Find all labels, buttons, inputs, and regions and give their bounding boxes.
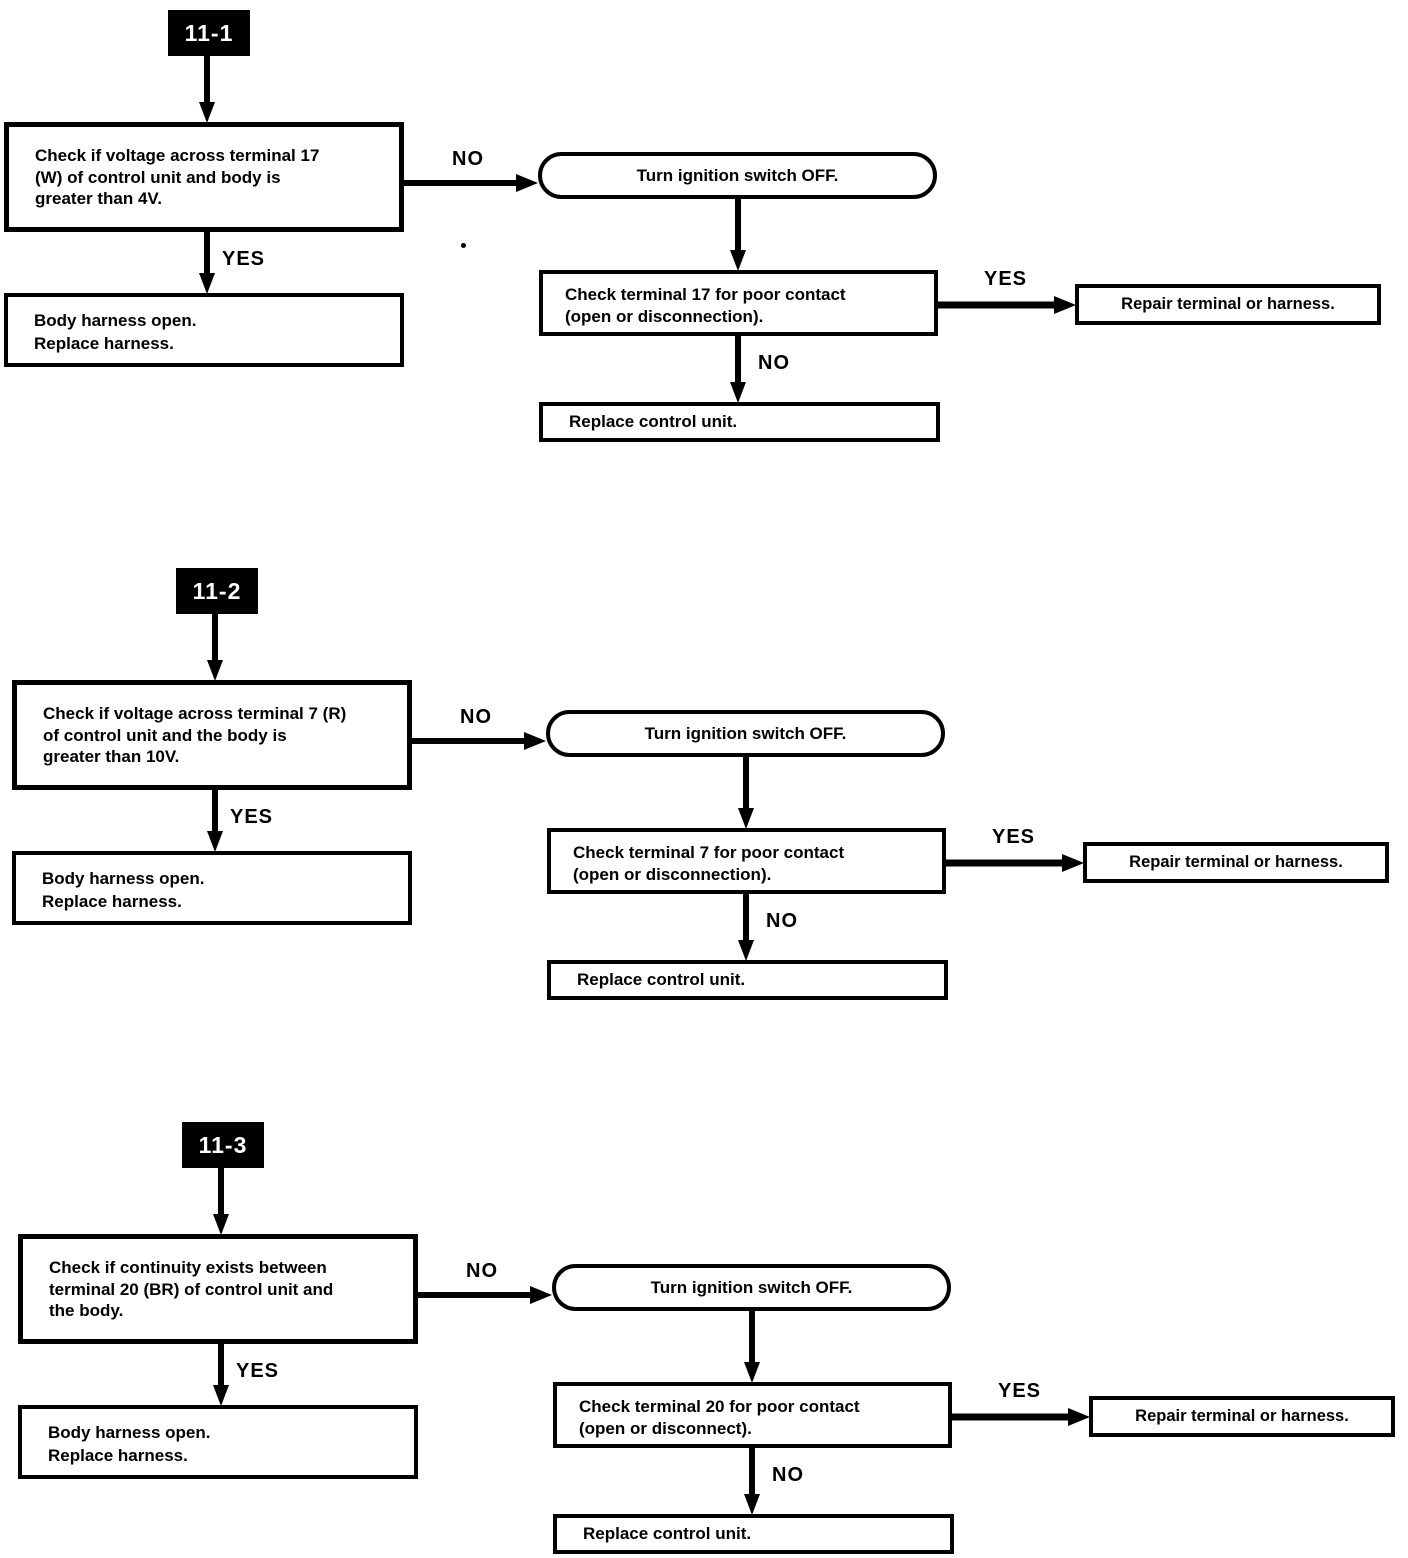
terminal-check-box: Check terminal 20 for poor contact (open…	[553, 1382, 952, 1448]
terminal-check-box: Check terminal 7 for poor contact (open …	[547, 828, 946, 894]
yes-branch-label: YES	[230, 806, 274, 828]
no-branch-label: NO	[466, 1260, 498, 1282]
flow-section-11-3: 11-3 Check if continuity exists between …	[14, 1122, 1408, 1558]
ignition-step-box: Turn ignition switch OFF.	[552, 1264, 951, 1311]
ignition-step-box: Turn ignition switch OFF.	[538, 152, 937, 199]
repair-action-box: Repair terminal or harness.	[1083, 842, 1389, 883]
no-branch-label: NO	[758, 352, 790, 374]
replace-action-box: Replace control unit.	[553, 1514, 954, 1554]
section-tag: 11-1	[168, 10, 250, 56]
no-branch-label: NO	[452, 148, 484, 170]
scan-artifact-dot	[461, 243, 466, 248]
yes-branch-label: YES	[992, 826, 1036, 848]
yes-branch-label: YES	[998, 1380, 1042, 1402]
no-branch-label: NO	[772, 1464, 804, 1486]
repair-action-box: Repair terminal or harness.	[1089, 1396, 1395, 1437]
harness-result-box: Body harness open. Replace harness.	[4, 293, 404, 367]
connector-lines	[199, 56, 1076, 403]
check-condition-box: Check if continuity exists between termi…	[18, 1234, 418, 1344]
section-tag: 11-2	[176, 568, 258, 614]
harness-result-box: Body harness open. Replace harness.	[18, 1405, 418, 1479]
repair-action-box: Repair terminal or harness.	[1075, 284, 1381, 325]
check-condition-box: Check if voltage across terminal 7 (R) o…	[12, 680, 412, 790]
harness-result-box: Body harness open. Replace harness.	[12, 851, 412, 925]
no-branch-label: NO	[766, 910, 798, 932]
yes-branch-label: YES	[222, 248, 266, 270]
yes-branch-label: YES	[236, 1360, 280, 1382]
yes-branch-label: YES	[984, 268, 1028, 290]
section-tag: 11-3	[182, 1122, 264, 1168]
ignition-step-box: Turn ignition switch OFF.	[546, 710, 945, 757]
terminal-check-box: Check terminal 17 for poor contact (open…	[539, 270, 938, 336]
flow-section-11-2: 11-2 Check if voltage across terminal 7 …	[8, 568, 1408, 1020]
check-condition-box: Check if voltage across terminal 17 (W) …	[4, 122, 404, 232]
no-branch-label: NO	[460, 706, 492, 728]
replace-action-box: Replace control unit.	[539, 402, 940, 442]
replace-action-box: Replace control unit.	[547, 960, 948, 1000]
flow-section-11-1: 11-1 Check if voltage across terminal 17…	[0, 10, 1408, 462]
connector-lines	[207, 614, 1084, 961]
